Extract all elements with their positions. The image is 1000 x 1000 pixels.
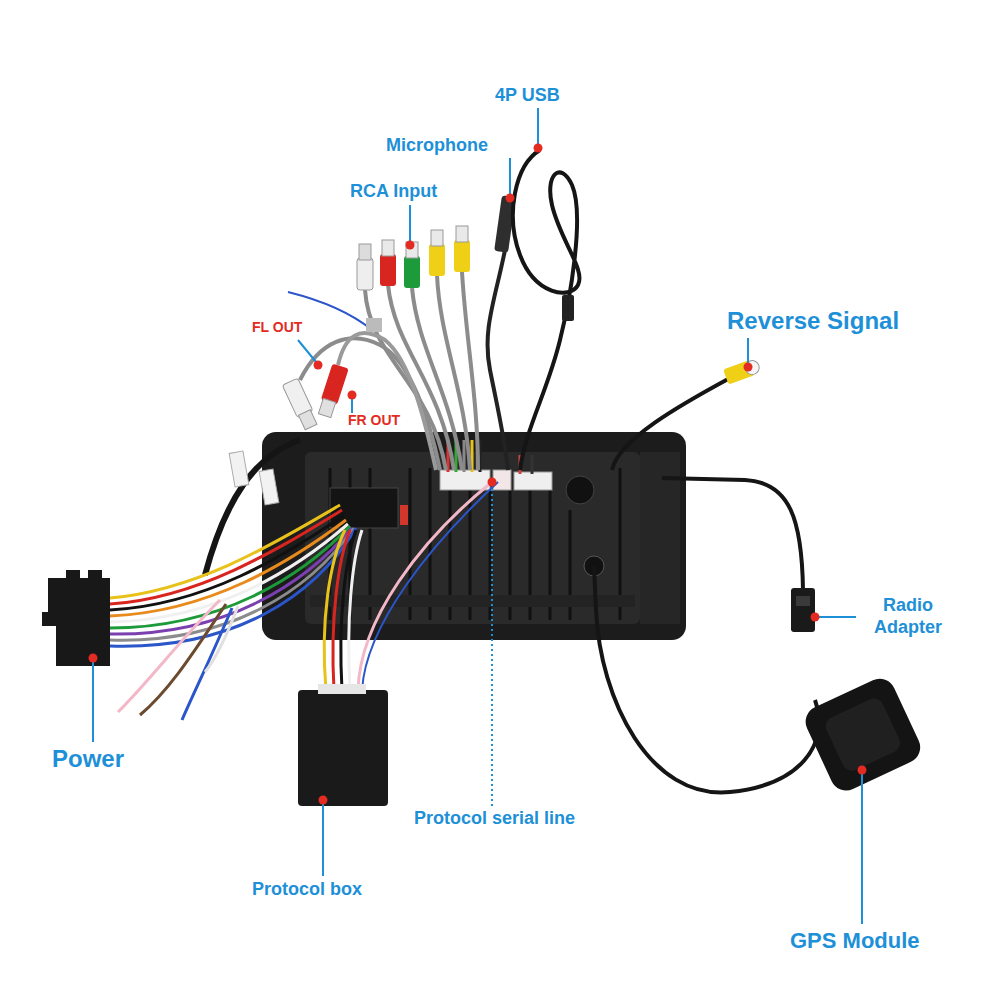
leader-dot [314, 361, 323, 370]
wire [118, 600, 220, 712]
leader-line [747, 338, 749, 365]
connector-block [56, 618, 110, 666]
wire [205, 606, 238, 672]
leader-line [322, 802, 324, 876]
leader-dot [506, 194, 515, 203]
usb-cable [513, 150, 580, 470]
connector-latch [66, 570, 80, 582]
cable [388, 285, 454, 470]
rca-plug [380, 254, 396, 286]
leader-line [491, 484, 493, 806]
leader-line [298, 340, 316, 362]
leader-dot [89, 654, 98, 663]
rca-tip [456, 226, 468, 242]
output-cable [338, 333, 436, 470]
leader-dot [858, 766, 867, 775]
gps-top [823, 695, 904, 774]
leader-dots [89, 144, 867, 805]
leader-dot [406, 241, 415, 250]
callout-label: Power [52, 745, 124, 774]
power-wires [110, 505, 356, 646]
rca-tip [318, 398, 335, 417]
callout-label: Protocol box [252, 879, 362, 901]
wire-tag [366, 318, 382, 332]
callout-label: Reverse Signal [727, 307, 899, 336]
rca-plug [429, 244, 445, 276]
callout-label: FR OUT [348, 412, 400, 429]
wire-tag [229, 451, 249, 487]
protocol-box-socket [318, 684, 366, 694]
rca-plug [454, 240, 470, 272]
callout-label: GPS Module [790, 928, 920, 954]
leader-dot [488, 478, 497, 487]
wire [110, 528, 352, 634]
fuse [400, 505, 408, 525]
protocol-wires [324, 482, 498, 690]
protocol-box-body [298, 690, 388, 806]
power-socket [330, 488, 398, 528]
callout-label: Protocol serial line [412, 808, 577, 830]
rca-tip [743, 359, 761, 377]
callout-label: Microphone [386, 135, 488, 157]
head-unit-back-panel [305, 452, 640, 624]
loose-wires [118, 600, 238, 720]
wire [110, 528, 356, 646]
rca-cables [365, 272, 478, 470]
rca-tip [298, 410, 317, 430]
leader-line [92, 660, 94, 742]
wire [358, 482, 492, 690]
leader-dot [348, 391, 357, 400]
leader-line [537, 108, 539, 146]
leader-dot [319, 796, 328, 805]
rca-tip [431, 230, 443, 246]
wire [182, 608, 232, 720]
wire-tag [259, 469, 279, 505]
callout-label: RCA Input [350, 181, 437, 203]
rca-plug [404, 256, 420, 288]
leader-dot [811, 613, 820, 622]
reverse-cable [612, 378, 730, 470]
bottom-rail [310, 595, 635, 607]
cable [462, 272, 478, 470]
pin-wire [531, 455, 534, 474]
leader-dot [744, 363, 753, 372]
rca-tip [382, 240, 394, 256]
callout-label: 4P USB [495, 85, 560, 107]
reverse-rca-plug [723, 358, 761, 385]
usb-plug [562, 295, 574, 321]
rca-input-plugs [357, 226, 470, 290]
gps-cable [594, 566, 819, 792]
radio-cable [662, 478, 803, 590]
connector-latch [88, 570, 102, 582]
leader-line [509, 158, 511, 196]
connector-socket [440, 470, 490, 490]
microphone-cable [488, 250, 508, 470]
leader-line [409, 205, 411, 243]
leader-lines [93, 108, 862, 924]
leader-line [861, 772, 863, 924]
iso-connector [42, 570, 110, 666]
rca-tip [359, 244, 371, 260]
connector-latch [42, 612, 56, 626]
callout-label: Radio Adapter [858, 595, 958, 638]
radio-adapter-plug [791, 588, 815, 632]
callout-label: FL OUT [252, 319, 302, 336]
fr-out-plug [317, 364, 349, 419]
round-socket [566, 476, 594, 504]
fl-out-plug [282, 378, 319, 430]
leader-dot [534, 144, 543, 153]
plug-latch [796, 596, 810, 606]
rca-plug [357, 258, 373, 290]
connector-socket [514, 472, 552, 490]
wire [362, 482, 498, 690]
leader-line [817, 616, 856, 618]
connector-block [48, 578, 110, 620]
